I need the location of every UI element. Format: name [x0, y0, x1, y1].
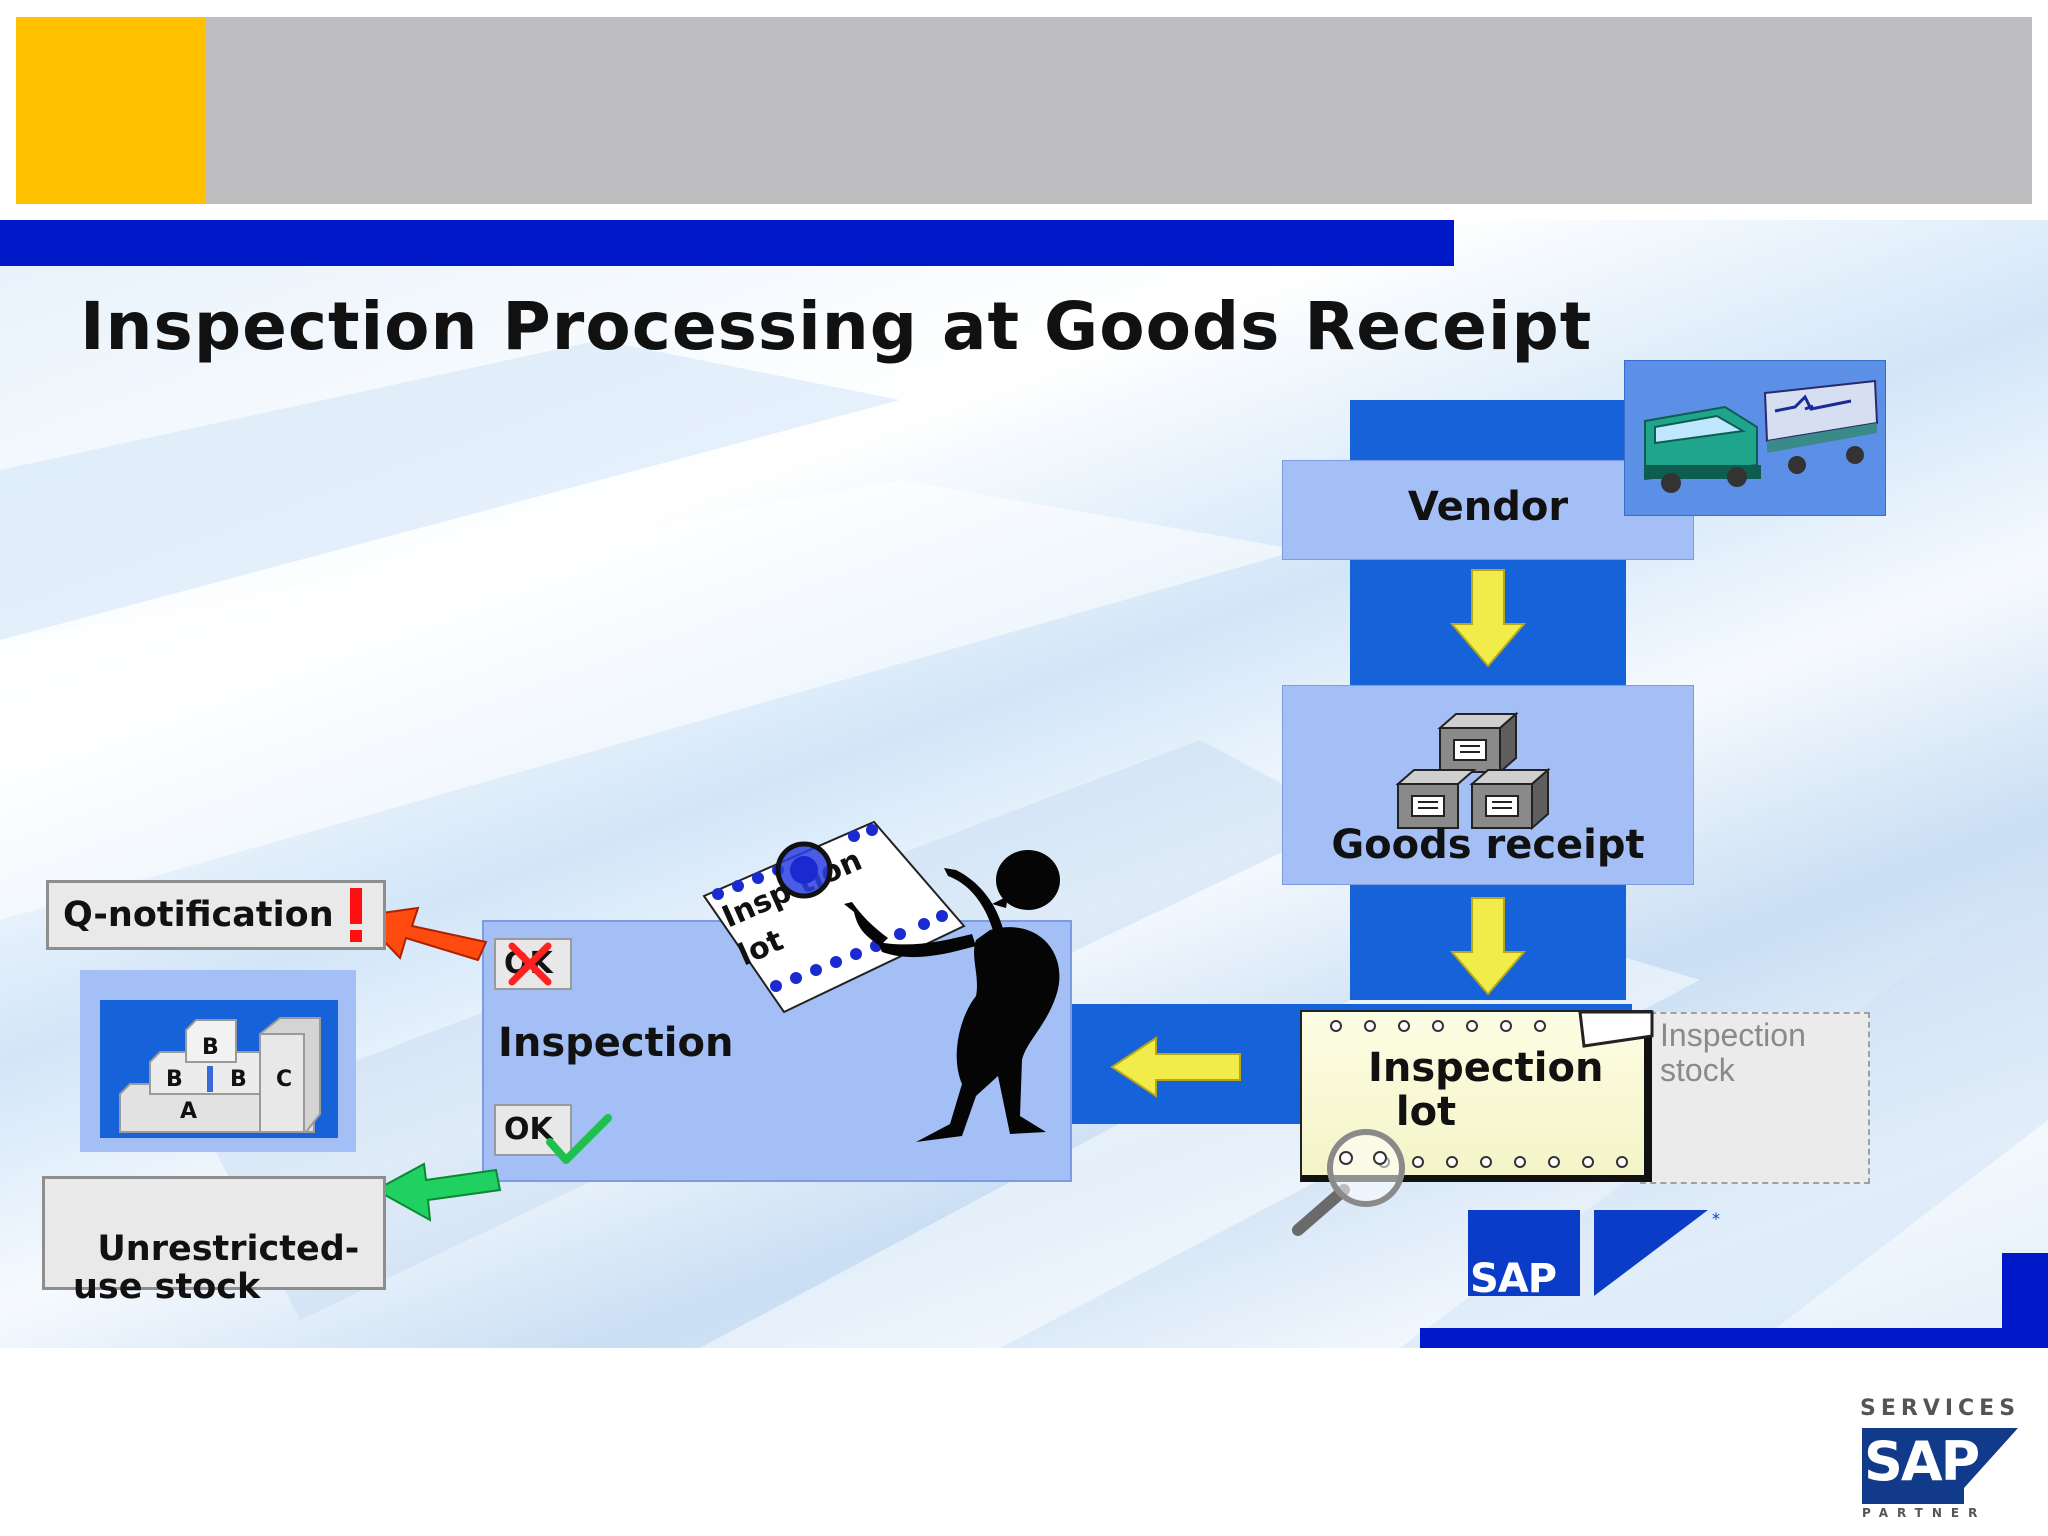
ok-chip: OK [494, 1104, 572, 1156]
magnifier-icon [1292, 1129, 1405, 1236]
cross-icon [508, 942, 552, 986]
boxes-icon [1395, 711, 1551, 830]
inspection-stock-label: Inspection stock [1660, 1017, 1806, 1088]
sap-logo-main: * [1468, 1210, 1720, 1296]
truck-icon [1644, 379, 1879, 493]
header-yellow-block [16, 17, 206, 204]
inspection-label: Inspection [498, 1020, 734, 1066]
block-label-b-right: B [230, 1067, 247, 1092]
sap-partner-logo-text: SAP [1864, 1430, 1980, 1493]
goods-receipt-label: Goods receipt [1331, 822, 1645, 868]
inspection-lot-label: Inspection lot [1368, 1045, 1604, 1135]
partner-text: PARTNER [1862, 1506, 1987, 1520]
svg-text:*: * [1712, 1210, 1720, 1228]
q-notification-label: Q-notification [63, 895, 334, 935]
sap-logo-text: SAP [1470, 1256, 1557, 1302]
arrow-down-1 [1449, 569, 1527, 668]
footer-accent-bar [1420, 1328, 2048, 1348]
block-label-b-top: B [202, 1035, 219, 1060]
stock-blocks-icon: B B B C A [119, 1017, 321, 1133]
check-icon [546, 1114, 612, 1164]
header-gray-banner [206, 17, 2032, 204]
arrow-green [373, 1162, 502, 1222]
arrow-left [1110, 1036, 1241, 1098]
q-notification-box: Q-notification [46, 880, 386, 950]
unrestricted-use-stock-box: Unrestricted- use stock [42, 1176, 386, 1306]
arrow-down-2 [1449, 897, 1527, 996]
block-label-a: A [180, 1099, 197, 1124]
inspection-lot-perforations [1330, 1010, 1654, 1168]
title-accent-bar [0, 220, 1454, 266]
block-label-b-left: B [166, 1067, 183, 1092]
exclamation-icon [350, 888, 362, 942]
vendor-label: Vendor [1407, 484, 1569, 530]
services-text: SERVICES [1860, 1396, 2021, 1421]
inspector-figure-icon [844, 850, 1060, 1142]
slide-title: Inspection Processing at Goods Receipt [80, 288, 1593, 365]
truck-tile [1624, 360, 1886, 516]
inspection-lot-paper: Insp tion lot [702, 820, 966, 1014]
block-label-c: C [276, 1067, 292, 1092]
unrestricted-use-stock-label: Unrestricted- use stock [73, 1228, 360, 1307]
sap-partner-logo [1862, 1428, 2018, 1504]
